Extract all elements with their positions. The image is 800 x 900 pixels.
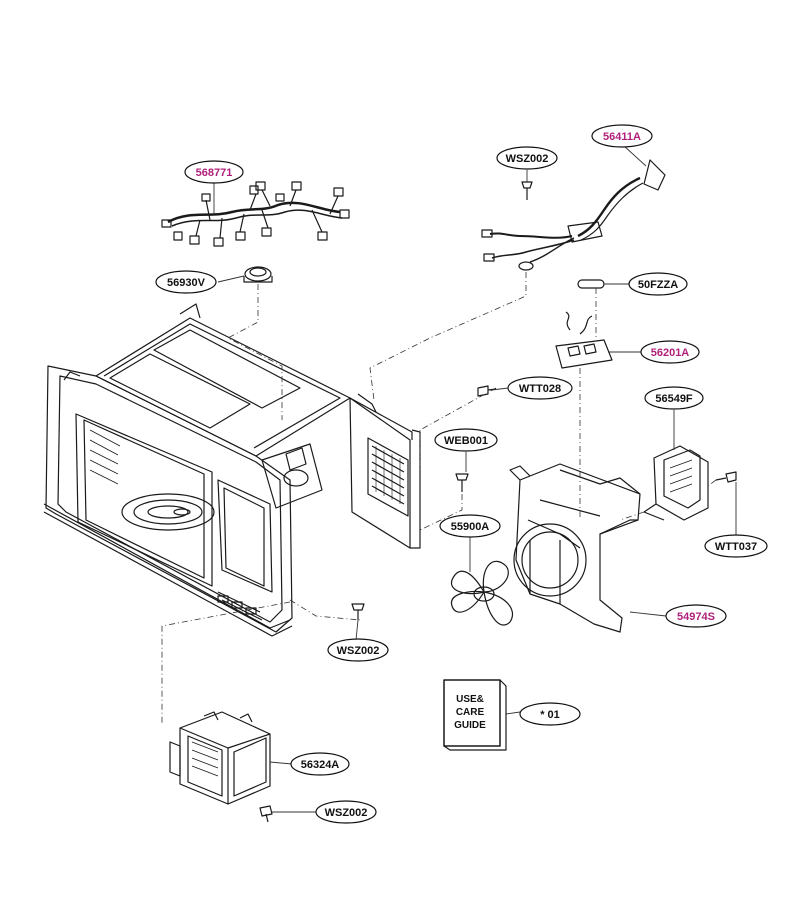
svg-text:56930V: 56930V bbox=[167, 277, 206, 289]
callout-56411A: 56411A bbox=[591, 124, 653, 148]
screw-wtt028-part bbox=[477, 385, 497, 397]
manual-book-part bbox=[443, 679, 507, 751]
screw-web001-part bbox=[455, 473, 469, 492]
callout-55900A: 55900A bbox=[439, 514, 501, 538]
callout-WEB001: WEB001 bbox=[434, 428, 498, 452]
svg-text:55900A: 55900A bbox=[451, 521, 490, 533]
callout-50FZZA: 50FZZA bbox=[628, 272, 688, 296]
fan-bracket-part bbox=[509, 463, 641, 633]
manual-book-text: USE& CARE GUIDE bbox=[454, 694, 486, 731]
fuse-part bbox=[577, 279, 605, 289]
leader-lines bbox=[213, 145, 737, 813]
svg-text:USE&: USE& bbox=[456, 694, 484, 705]
callout-WTT037: WTT037 bbox=[704, 534, 768, 558]
svg-text:WSZ002: WSZ002 bbox=[325, 807, 368, 819]
callout-wsz002-top: WSZ002 bbox=[496, 146, 558, 170]
callout-WTT028: WTT028 bbox=[507, 376, 573, 400]
svg-text:WEB001: WEB001 bbox=[444, 435, 488, 447]
callout-wsz002-bottom: WSZ002 bbox=[315, 800, 377, 824]
screw-mid-part bbox=[351, 603, 365, 620]
svg-text:* 01: * 01 bbox=[540, 709, 560, 721]
svg-text:GUIDE: GUIDE bbox=[454, 720, 486, 731]
power-cord-part bbox=[481, 159, 666, 271]
svg-text:WTT037: WTT037 bbox=[715, 541, 757, 553]
callout-56930V: 56930V bbox=[155, 270, 217, 294]
callout-56324A: 56324A bbox=[290, 752, 350, 776]
svg-text:WSZ002: WSZ002 bbox=[506, 153, 549, 165]
screw-top-part bbox=[521, 181, 533, 200]
magnetron-part bbox=[169, 711, 271, 805]
screw-bottom-part bbox=[259, 805, 273, 823]
callout-wsz002-mid: WSZ002 bbox=[327, 638, 389, 662]
fan-motor-part bbox=[643, 445, 709, 521]
callout-568771: 568771 bbox=[184, 160, 244, 184]
svg-text:WSZ002: WSZ002 bbox=[337, 645, 380, 657]
wire-harness-part bbox=[161, 181, 350, 247]
screw-wtt037-part bbox=[715, 471, 737, 483]
callout-54974S: 54974S bbox=[665, 604, 727, 628]
svg-text:50FZZA: 50FZZA bbox=[638, 279, 678, 291]
thermostat-part bbox=[243, 266, 273, 283]
callout-56549F: 56549F bbox=[644, 386, 704, 410]
svg-text:56201A: 56201A bbox=[651, 347, 690, 359]
svg-text:56324A: 56324A bbox=[301, 759, 340, 771]
oven-cavity-part bbox=[43, 303, 421, 637]
projection-lines bbox=[161, 272, 717, 724]
callout-56201A: 56201A bbox=[640, 340, 700, 364]
svg-text:56549F: 56549F bbox=[655, 393, 693, 405]
callouts: 568771 56411A WSZ002 56930V 50FZZA 56201… bbox=[155, 124, 768, 824]
svg-text:WTT028: WTT028 bbox=[519, 383, 561, 395]
svg-text:56411A: 56411A bbox=[603, 131, 641, 143]
svg-text:CARE: CARE bbox=[456, 707, 485, 718]
callout-01: * 01 bbox=[519, 702, 581, 726]
circuit-board-part bbox=[555, 311, 613, 369]
svg-text:54974S: 54974S bbox=[677, 611, 715, 623]
fan-blade-part bbox=[450, 560, 514, 626]
svg-text:568771: 568771 bbox=[196, 167, 233, 179]
